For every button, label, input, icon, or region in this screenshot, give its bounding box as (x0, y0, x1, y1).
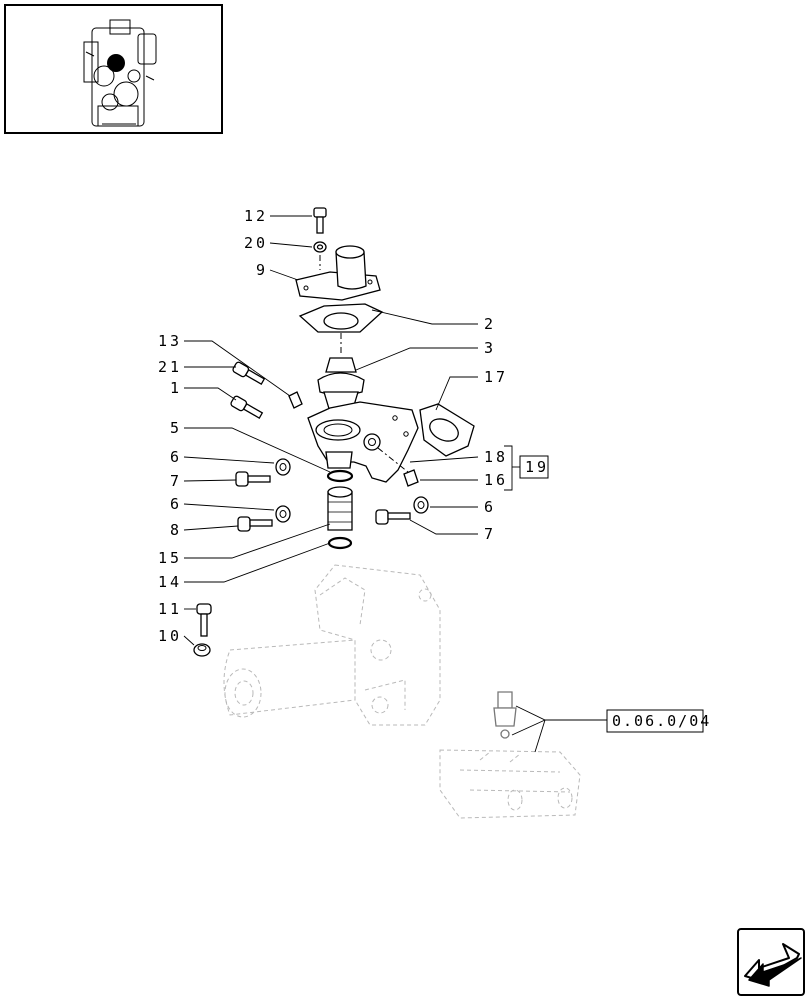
cross-ref-label[interactable]: 0.06.0/04 (612, 712, 711, 730)
callout-3: 3 (484, 339, 496, 357)
ghost-lower-assembly (439, 749, 581, 819)
callout-7-right: 7 (484, 525, 496, 543)
callout-7-left: 7 (170, 472, 182, 490)
part-screw-11 (196, 603, 212, 637)
part-oring-14 (327, 536, 353, 550)
part-plug-16 (403, 469, 419, 487)
callout-20: 20 (244, 234, 268, 252)
part-oring-5 (326, 469, 354, 483)
callout-17: 17 (484, 368, 508, 386)
part-gasket-17 (419, 403, 475, 457)
callout-18: 18 (484, 448, 508, 466)
part-bolt-7a (235, 471, 271, 487)
callout-10: 10 (158, 627, 182, 645)
callout-6-upper: 6 (170, 448, 182, 466)
part-sleeve-15 (327, 486, 353, 531)
engine-thumbnail-icon (83, 19, 157, 127)
ghost-engine-housing (223, 564, 441, 726)
part-bolt-8 (237, 516, 273, 532)
callout-2: 2 (484, 315, 496, 333)
callout-6-lower: 6 (170, 495, 182, 513)
callout-1: 1 (170, 379, 182, 397)
callout-9: 9 (256, 261, 268, 279)
callout-8: 8 (170, 521, 182, 539)
callout-14: 14 (158, 573, 182, 591)
part-washer-6a (275, 458, 291, 476)
group-bracket: 19 (504, 445, 549, 491)
part-washer-6b (275, 505, 291, 523)
part-screw-12 (313, 207, 327, 234)
part-gasket-2 (298, 303, 384, 333)
group-ref-label: 19 (525, 458, 549, 476)
next-page-button[interactable] (737, 928, 805, 996)
cross-reference[interactable]: 0.06.0/04 (606, 709, 711, 733)
detail-thermostat (493, 691, 607, 753)
callout-6-right: 6 (484, 498, 496, 516)
part-washer-10 (193, 643, 211, 657)
callout-21: 21 (158, 358, 182, 376)
leader-lines (183, 215, 479, 646)
callout-5: 5 (170, 419, 182, 437)
callout-16: 16 (484, 471, 508, 489)
callout-12: 12 (244, 207, 268, 225)
callout-13: 13 (158, 332, 182, 350)
callout-15: 15 (158, 549, 182, 567)
engine-thumbnail (4, 4, 223, 134)
next-page-arrow-icon (744, 943, 802, 987)
part-thermostat-housing (307, 401, 419, 483)
part-bolt-21 (232, 361, 266, 385)
part-bolt-7b (375, 509, 411, 525)
part-bolt-1 (230, 395, 264, 419)
location-marker (107, 54, 125, 72)
part-plug-13 (288, 391, 303, 409)
part-washer-6c (413, 496, 429, 514)
part-washer-20 (313, 241, 327, 253)
callout-11: 11 (158, 600, 182, 618)
callouts: 12 20 9 2 3 13 21 1 17 5 6 7 18 16 6 8 6… (158, 207, 508, 645)
part-outlet-9 (295, 245, 381, 301)
